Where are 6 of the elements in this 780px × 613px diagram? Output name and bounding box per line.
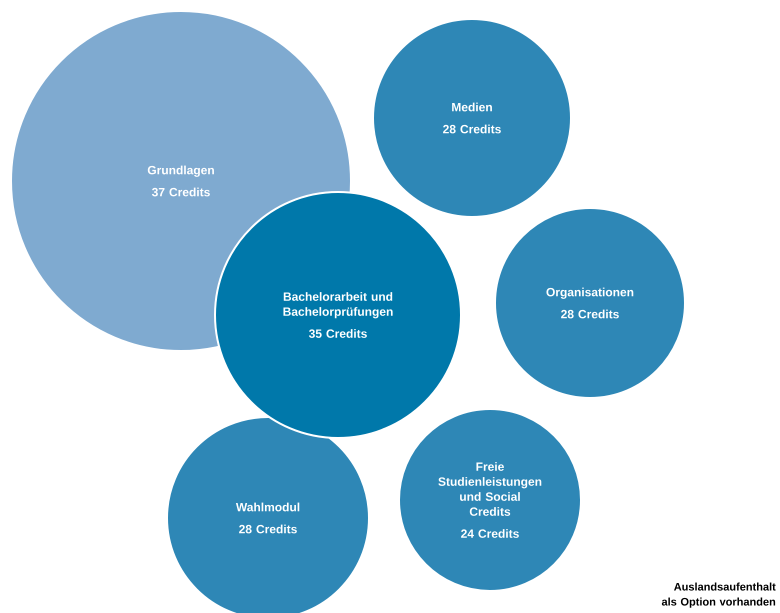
circle-node: Bachelorarbeit und Bachelorprüfungen 35 Credits (214, 191, 462, 439)
circle-node: Medien 28 Credits (372, 18, 572, 218)
note-text: Auslandsaufenthalt als Option vorhanden (662, 582, 776, 608)
circle-node: Wahlmodul 28 Credits (166, 416, 370, 613)
circle-node: Freie Studienleistungen und Social Credits 24 Credits (398, 408, 582, 592)
circle-node: Organisationen 28 Credits (494, 207, 686, 399)
